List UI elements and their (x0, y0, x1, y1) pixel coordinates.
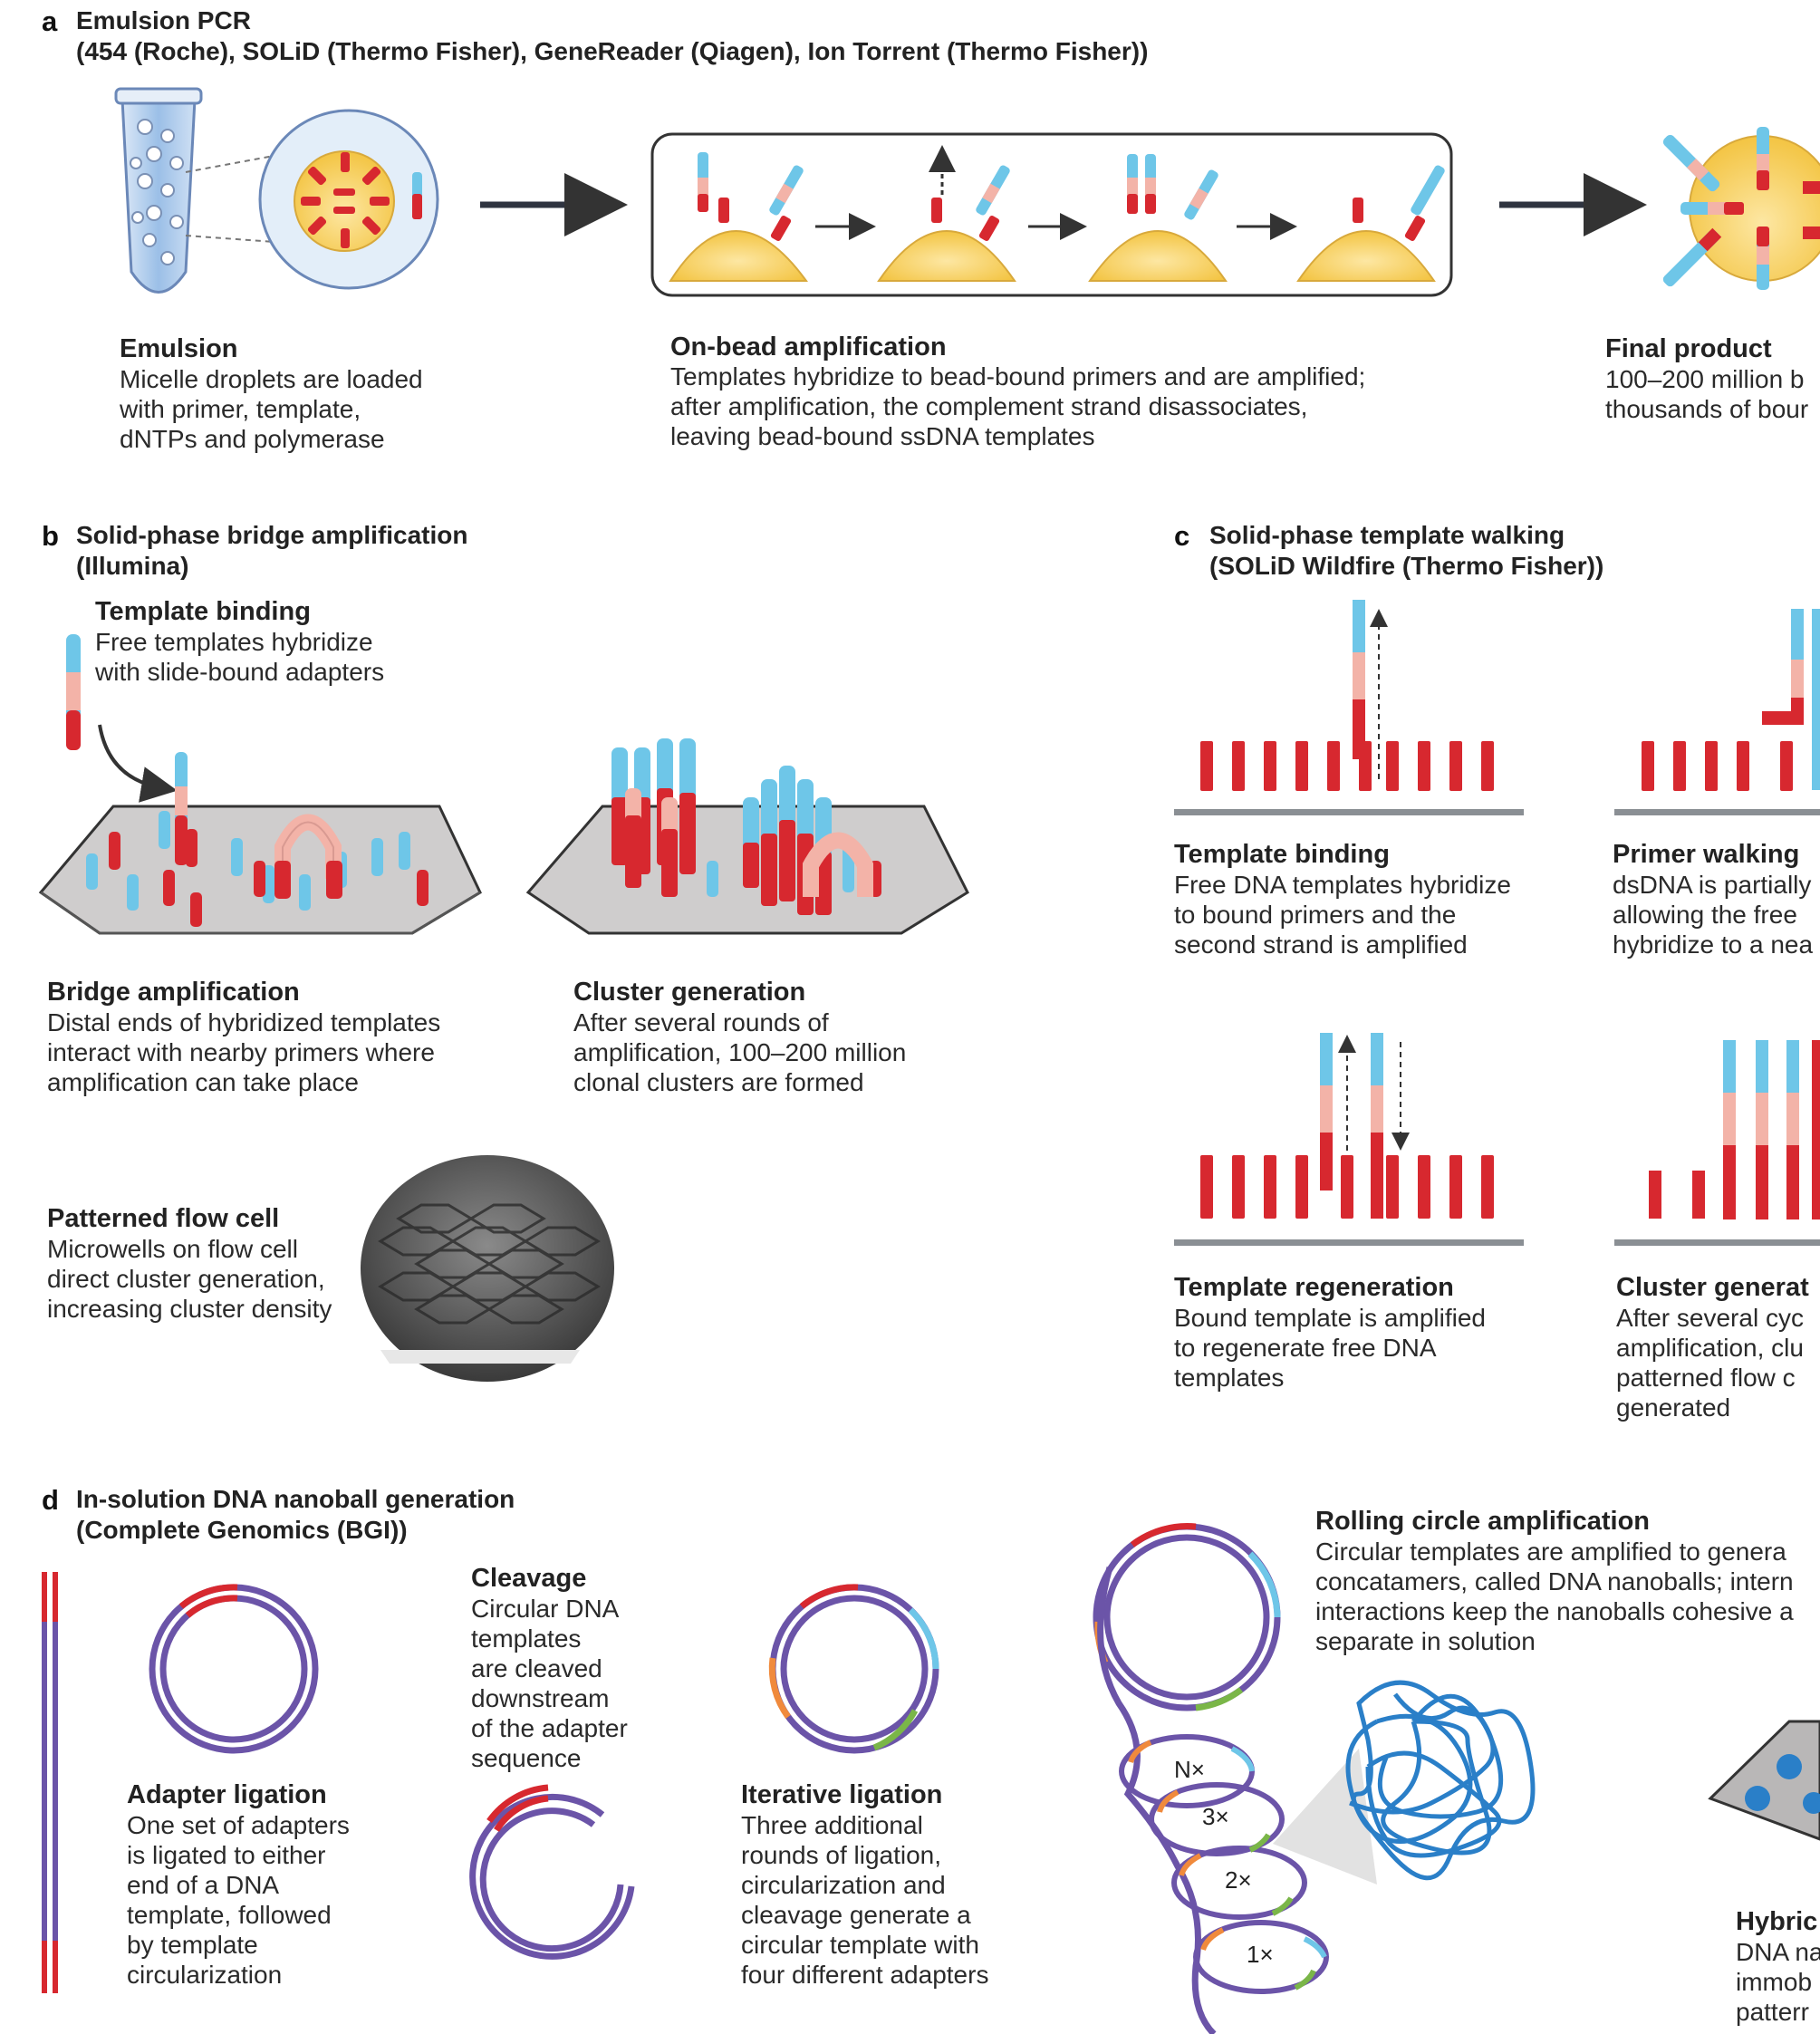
cleavage-text: Circular DNA templates are cleaved downs… (471, 1595, 628, 1772)
onbead-box (650, 132, 1453, 297)
onbead-text: Templates hybridize to bead-bound primer… (670, 362, 1366, 450)
cluster-generation-b-text: After several rounds of amplification, 1… (573, 1008, 907, 1096)
cluster-generation-b-title: Cluster generation (573, 978, 806, 1007)
primer-walking-text: dsDNA is partially allowing the free hyb… (1613, 871, 1814, 959)
iterative-ligation-text: Three additional rounds of ligation, cir… (741, 1811, 989, 1989)
cluster-slide (525, 738, 969, 935)
panel-a-title: Emulsion PCR (454 (Roche), SOLiD (Thermo… (76, 6, 1149, 65)
dna-nanoball (1273, 1680, 1536, 1885)
panel-a-letter: a (42, 5, 58, 37)
rolling-circle-text: Circular templates are amplified to gene… (1315, 1538, 1794, 1655)
loop-label-3: 3× (1202, 1803, 1229, 1830)
adapter-ligation-circle (149, 1584, 319, 1754)
onbead-title: On-bead amplification (670, 333, 947, 361)
rolling-circle (1093, 1523, 1329, 2034)
cluster-generation-c-text: After several cyc amplification, clu pat… (1616, 1304, 1804, 1422)
template-binding-b-text: Free templates hybridize with slide-boun… (95, 628, 385, 686)
bridge-amplification-title: Bridge amplification (47, 978, 300, 1007)
bridge-slide (38, 752, 482, 935)
template-binding-c-title: Template binding (1174, 840, 1390, 869)
patterned-flow-cell-text: Microwells on flow cell direct cluster g… (47, 1235, 332, 1323)
linear-template (42, 1572, 58, 1993)
loop-label-2: 2× (1225, 1866, 1252, 1894)
template-strand-b (66, 634, 178, 803)
loop-label-1: 1× (1247, 1941, 1274, 1968)
emulsion-title: Emulsion (120, 334, 238, 363)
cleavage-arc (469, 1784, 635, 1960)
panel-c-letter: c (1174, 520, 1190, 552)
panel-b-title: Solid-phase bridge amplification (Illumi… (76, 521, 468, 580)
template-regeneration-title: Template regeneration (1174, 1273, 1454, 1302)
adapter-ligation-text: One set of adapters is ligated to either… (127, 1811, 350, 1989)
patterned-flow-cell-title: Patterned flow cell (47, 1204, 280, 1233)
emulsion-text: Micelle droplets are loaded with primer,… (120, 365, 423, 453)
template-binding-c-text: Free DNA templates hybridize to bound pr… (1174, 871, 1511, 959)
cluster-generation-c-title: Cluster generat (1616, 1273, 1809, 1302)
micelle-droplet (258, 109, 439, 290)
template-regeneration-text: Bound template is amplified to regenerat… (1174, 1304, 1486, 1392)
primer-walking-diagram (1614, 609, 1820, 815)
final-bead (1662, 127, 1820, 290)
emulsion-tube (114, 87, 313, 294)
hybrid-text: DNA na immob patterr (1736, 1938, 1820, 2026)
final-product-title: Final product (1605, 334, 1772, 363)
adapter-ligation-title: Adapter ligation (127, 1780, 327, 1809)
panel-c-title: Solid-phase template walking (SOLiD Wild… (1209, 521, 1604, 580)
panel-d-title: In-solution DNA nanoball generation (Com… (76, 1485, 515, 1544)
template-regeneration-diagram (1174, 1033, 1524, 1246)
template-binding-diagram (1174, 600, 1524, 815)
iterative-ligation-title: Iterative ligation (741, 1780, 943, 1809)
bridge-amplification-text: Distal ends of hybridized templates inte… (47, 1008, 441, 1096)
panel-b-letter: b (42, 520, 59, 552)
template-binding-b-title: Template binding (95, 597, 311, 626)
rolling-circle-title: Rolling circle amplification (1315, 1507, 1651, 1536)
loop-label-n: N× (1174, 1756, 1205, 1783)
patterned-flow-cell-image (361, 1155, 614, 1382)
panel-d-letter: d (42, 1484, 59, 1516)
hybrid-title: Hybric (1736, 1907, 1818, 1936)
cluster-generation-c-diagram (1614, 1040, 1820, 1246)
final-product-text: 100–200 million b thousands of bour (1605, 365, 1809, 423)
iterative-ligation-circle (768, 1584, 939, 1754)
hybrid-slide (1708, 1720, 1820, 1841)
primer-walking-title: Primer walking (1613, 840, 1800, 869)
cleavage-title: Cleavage (471, 1564, 587, 1593)
